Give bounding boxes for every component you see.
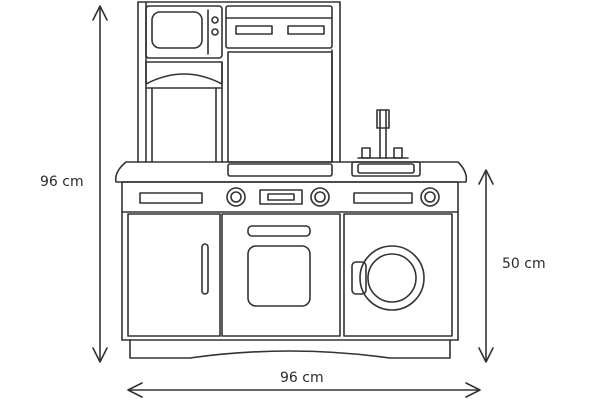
vent-slot — [235, 25, 273, 35]
microwave-knob-icon — [211, 28, 219, 36]
microwave-window — [151, 11, 203, 49]
washer-knob-icon — [420, 187, 440, 207]
stove-knob-icon — [310, 187, 330, 207]
countertop — [114, 161, 468, 183]
height-arrow — [92, 5, 108, 363]
base-cabinet — [121, 211, 459, 359]
sink — [351, 161, 421, 177]
back-panel — [227, 51, 333, 163]
upper-hutch — [137, 1, 341, 163]
vent-slot — [287, 25, 325, 35]
washer-door-handle — [351, 261, 367, 295]
washer-drum — [359, 245, 425, 311]
door-handle — [201, 243, 209, 295]
washing-machine — [343, 213, 453, 337]
width-arrow — [127, 382, 481, 398]
microwave-knob-icon — [211, 16, 219, 24]
control-panel — [121, 181, 459, 213]
cooktop — [227, 163, 333, 177]
oven-display — [259, 189, 303, 205]
cupboard-door — [127, 213, 221, 337]
oven-window — [247, 245, 311, 307]
washer-panel — [353, 192, 413, 204]
base-kick — [129, 339, 451, 359]
width-label: 96 cm — [280, 370, 324, 386]
drawer-handle — [139, 192, 203, 204]
arched-shelf — [145, 61, 223, 85]
height-label: 96 cm — [40, 174, 84, 190]
counter-height-label: 50 cm — [502, 256, 546, 272]
oven-door — [221, 213, 341, 337]
stove-knob-icon — [226, 187, 246, 207]
counter-height-arrow — [478, 169, 494, 363]
microwave — [145, 5, 223, 59]
upper-right-cabinet — [225, 5, 333, 49]
oven-handle — [247, 225, 311, 237]
faucet-icon — [357, 109, 409, 159]
